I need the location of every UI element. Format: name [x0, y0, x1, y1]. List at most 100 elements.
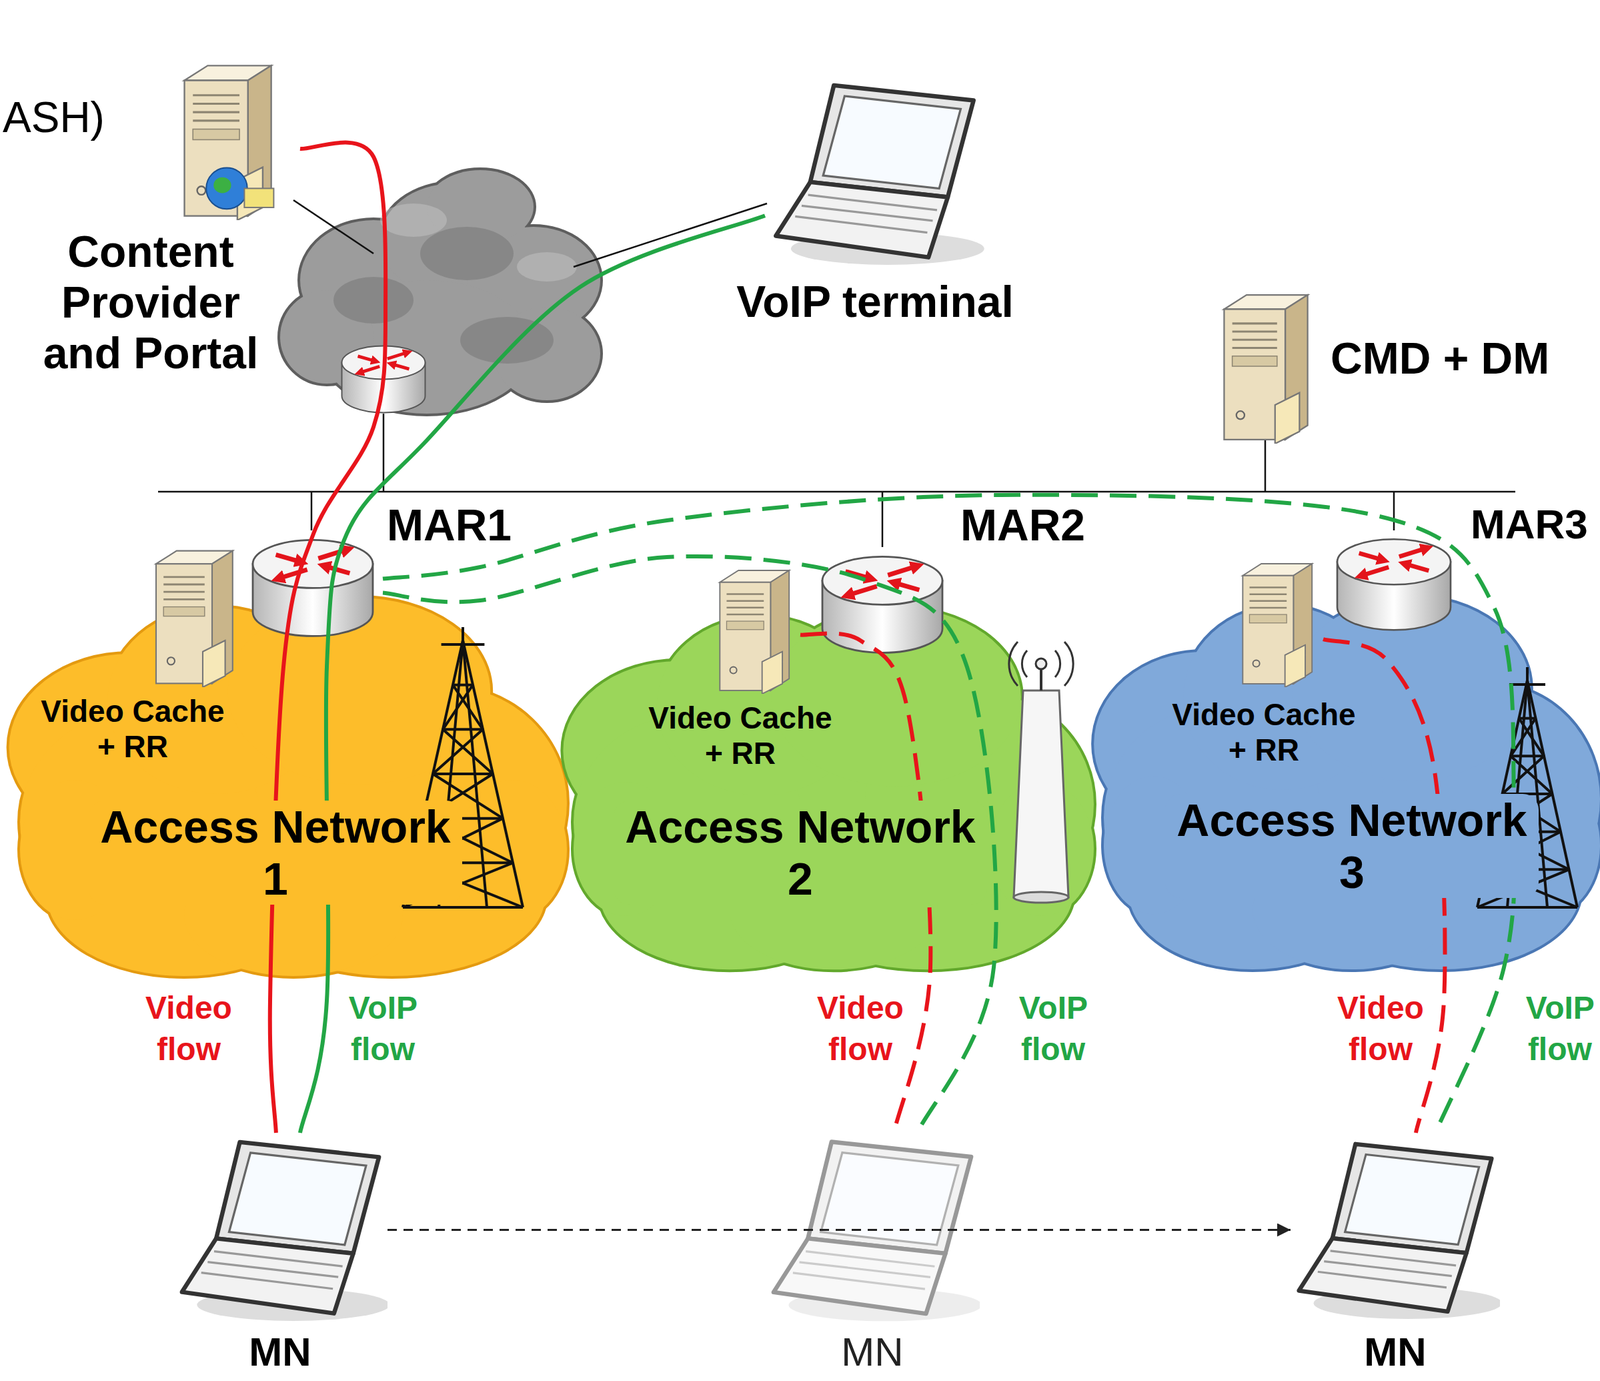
- film-roll: [244, 188, 274, 208]
- tower-bar: [1519, 716, 1536, 720]
- flow-label: Video flow: [1335, 987, 1426, 1071]
- cloud-fill: [1093, 596, 1600, 970]
- drawn-g: [1009, 641, 1074, 686]
- wifi-access-point: [1009, 641, 1074, 903]
- access-network-cloud: Access Network 3 MAR3Video Cache + RR: [1103, 513, 1600, 974]
- video-cache-server: Video Cache + RR: [706, 566, 801, 694]
- router-icon: [1327, 526, 1461, 641]
- tower-brace: [1502, 793, 1562, 832]
- tower-leg: [1507, 680, 1528, 908]
- drawn-ellipse: [516, 252, 577, 282]
- cut-off-label: ASH): [2, 93, 105, 143]
- laptop-symbol: [182, 1141, 390, 1321]
- cell-towers: [402, 626, 1578, 908]
- drawn-line: [1393, 491, 1396, 531]
- drawn-path: [1064, 641, 1074, 686]
- network-title: Access Network 3: [1165, 793, 1539, 898]
- drawn-path: [1055, 650, 1061, 677]
- drawn-line: [1264, 440, 1267, 492]
- tower-brace: [1510, 755, 1553, 794]
- tower-brace: [412, 862, 523, 908]
- drawn-path: [1021, 650, 1028, 677]
- server-symbol: [1223, 294, 1308, 444]
- flow-connector: [382, 494, 1516, 1133]
- video-cache-server: Video Cache + RR: [143, 546, 244, 687]
- tower-bar: [402, 905, 523, 909]
- flow-connector: [800, 632, 931, 1133]
- mobile-node: MN: [1290, 1132, 1500, 1327]
- laptop-icon: [764, 1132, 980, 1327]
- laptop-icon: [764, 76, 985, 271]
- router-symbol: [252, 539, 373, 636]
- flow-connector: [270, 142, 386, 1133]
- tower-bar: [442, 727, 483, 731]
- router-symbol: [1337, 538, 1451, 630]
- router-icon: [811, 543, 954, 664]
- flow-connector: [387, 1228, 1291, 1231]
- drawn-line: [881, 491, 884, 547]
- server-icon: [153, 61, 301, 221]
- drawn-line: [293, 200, 374, 254]
- tower-bar: [1510, 754, 1544, 757]
- tower-brace: [1493, 793, 1553, 832]
- router-title: MAR2: [960, 500, 1094, 551]
- tower-mast: [1525, 666, 1529, 681]
- tower-brace: [1502, 755, 1545, 794]
- tower-brace: [412, 818, 503, 864]
- router-symbol: [822, 556, 943, 653]
- drawn-g: [333, 226, 554, 364]
- laptop-icon: [173, 1132, 388, 1327]
- cloud-outline: [562, 607, 1094, 970]
- cache-title: Video Cache + RR: [32, 693, 233, 765]
- server-symbol: [719, 570, 789, 694]
- tower-brace: [442, 684, 473, 730]
- cloud-outline: [9, 597, 567, 976]
- flow-label: VoIP flow: [1017, 987, 1090, 1071]
- cloud-fill: [9, 597, 567, 976]
- server-symbol: [156, 550, 233, 687]
- tower-brace: [1477, 869, 1570, 908]
- drawn-ellipse: [1013, 891, 1069, 903]
- drawn-g: [280, 170, 601, 414]
- server-icon: [706, 566, 801, 694]
- drawn-g: [280, 170, 601, 414]
- drawn-ellipse: [380, 203, 447, 237]
- mar-router: MAR3: [1327, 526, 1461, 641]
- tower-brace: [1510, 718, 1536, 757]
- tower-brace: [1485, 869, 1578, 908]
- cache-title: Video Cache + RR: [640, 700, 841, 771]
- voip-terminal: VoIP terminal: [764, 76, 985, 271]
- drawn-polygon: [1013, 690, 1069, 898]
- drawn-ellipse: [333, 276, 414, 324]
- tower-brace: [432, 728, 483, 774]
- tower-bar: [1493, 830, 1561, 834]
- flow-connector: [300, 215, 765, 1133]
- tower-leg: [1477, 680, 1528, 908]
- network-title: Access Network 1: [88, 800, 463, 905]
- server-icon: [1213, 290, 1316, 444]
- cmd-server: CMD + DM: [1213, 290, 1316, 444]
- node-title: MN: [805, 1328, 940, 1375]
- globe-land: [213, 177, 231, 194]
- tower-brace: [422, 818, 513, 864]
- laptop-symbol: [1299, 1143, 1503, 1319]
- router-icon: [242, 526, 383, 647]
- access-network-cloud: Access Network 2MAR2Video Cache + RR: [573, 526, 1094, 974]
- flow-label: Video flow: [815, 987, 906, 1071]
- tower-bar: [432, 772, 493, 775]
- video-cache-server: Video Cache + RR: [1229, 560, 1324, 687]
- laptop-symbol: [773, 1141, 982, 1321]
- router-title: MAR1: [386, 500, 521, 551]
- flow-connector: [382, 556, 997, 1133]
- mar-router: MAR2: [811, 543, 954, 664]
- tower-bar: [1502, 792, 1553, 795]
- drawn-line: [310, 491, 313, 531]
- tower-mast: [461, 626, 465, 641]
- laptop-icon: [1290, 1132, 1500, 1327]
- tower-bar: [422, 817, 503, 820]
- drawn-g: [380, 203, 577, 282]
- tower-brace: [422, 773, 493, 819]
- tower-bar: [412, 861, 513, 864]
- drawn-circle: [1035, 658, 1047, 669]
